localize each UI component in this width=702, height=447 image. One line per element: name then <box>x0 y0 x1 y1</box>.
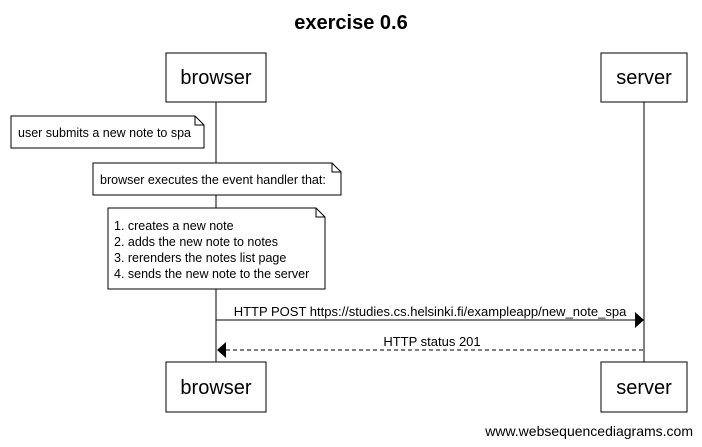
note-event-handler: browser executes the event handler that: <box>92 162 342 196</box>
note-3-line-3: 3. rerenders the notes list page <box>114 251 286 265</box>
watermark-link[interactable]: www.websequencediagrams.com <box>484 423 693 439</box>
actor-browser-bottom-label: browser <box>180 377 251 399</box>
note-2-line-1: browser executes the event handler that: <box>100 173 326 187</box>
note-handler-steps: 1. creates a new note 2. adds the new no… <box>107 207 326 290</box>
actor-server-top: server <box>600 52 688 103</box>
note-3-line-4: 4. sends the new note to the server <box>114 267 309 281</box>
actor-server-bottom-label: server <box>616 377 672 399</box>
arrowhead-icon <box>217 342 226 358</box>
actor-server-top-label: server <box>616 67 672 89</box>
message-post-request: HTTP POST https://studies.cs.helsinki.fi… <box>216 304 644 328</box>
note-1-line-1: user submits a new note to spa <box>18 126 191 140</box>
actor-browser-bottom: browser <box>165 361 267 413</box>
note-3-line-1: 1. creates a new note <box>114 219 234 233</box>
message-status-label: HTTP status 201 <box>383 334 480 349</box>
message-status-response: HTTP status 201 <box>217 334 644 358</box>
actor-browser-top-label: browser <box>180 67 251 89</box>
message-post-label: HTTP POST https://studies.cs.helsinki.fi… <box>234 304 627 319</box>
actor-server-bottom: server <box>600 361 688 413</box>
actor-browser-top: browser <box>165 52 267 103</box>
arrowhead-icon <box>635 312 644 328</box>
diagram-title: exercise 0.6 <box>294 12 407 34</box>
note-3-line-2: 2. adds the new note to notes <box>114 235 278 249</box>
note-user-submits: user submits a new note to spa <box>10 115 205 149</box>
